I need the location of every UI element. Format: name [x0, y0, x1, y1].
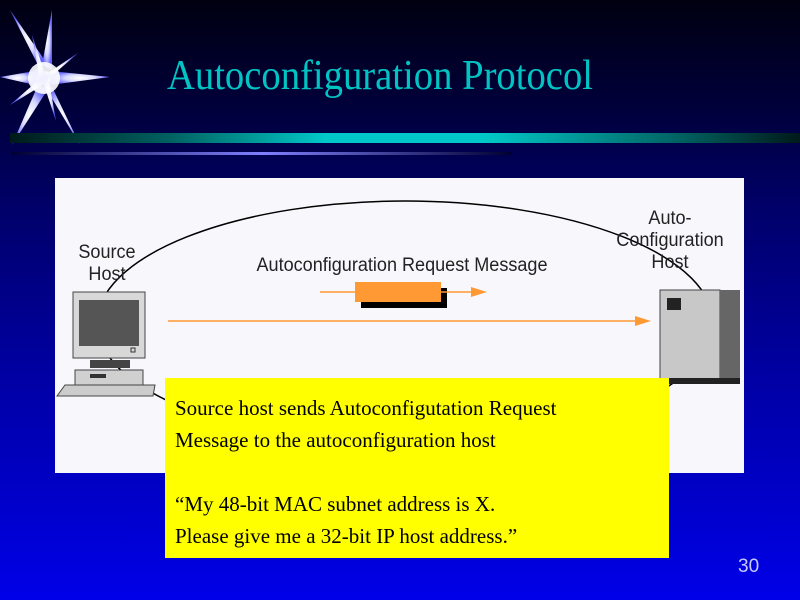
computer-icon [56, 291, 156, 397]
title-underline-line [12, 152, 512, 155]
note-line: “My 48-bit MAC subnet address is X. [175, 492, 496, 516]
note-line: Message to the autoconfiguration host [175, 428, 496, 452]
note-line: Source host sends Autoconfigutation Requ… [175, 396, 557, 420]
autoconfiguration-host-label: Auto- Configuration Host [604, 208, 737, 274]
source-label-line: Host [88, 264, 126, 285]
callout-note: Source host sends Autoconfigutation Requ… [165, 378, 669, 558]
server-icon [659, 289, 740, 384]
diagram-drawing [56, 200, 740, 446]
star-logo-icon [0, 10, 110, 145]
page-number: 30 [738, 556, 760, 577]
source-label-line: Source [78, 242, 136, 263]
message-label: Autoconfiguration Request Message [256, 255, 548, 276]
slide-title: Autoconfiguration Protocol [166, 53, 594, 99]
source-host-label: Source Host [69, 242, 145, 286]
target-label-line: Auto- [648, 208, 692, 229]
note-line: Please give me a 32-bit IP host address.… [175, 524, 518, 548]
title-underline-bar [10, 133, 800, 143]
target-label-line: Host [651, 252, 689, 273]
message-packet-icon [355, 282, 447, 308]
target-label-line: Configuration [616, 230, 724, 251]
